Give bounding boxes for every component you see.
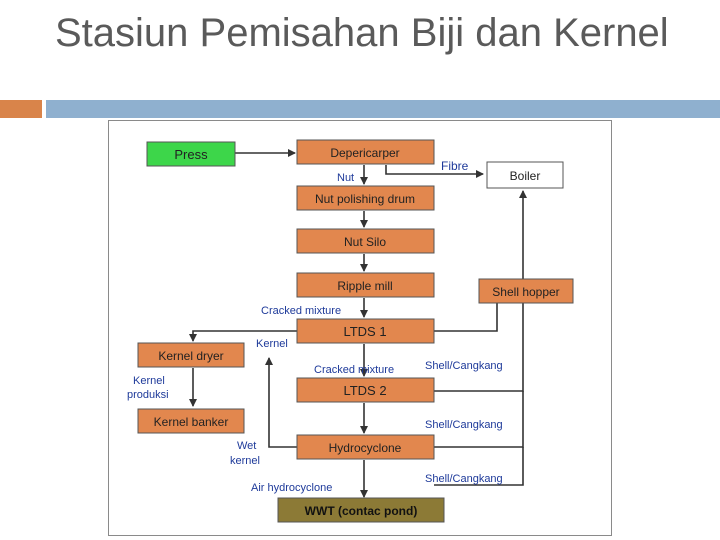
box-boiler: Boiler (486, 161, 564, 189)
slide-title: Stasiun Pemisahan Biji dan Kernel (55, 11, 669, 55)
box-ltds1: LTDS 1 (296, 318, 435, 344)
box-hydrocyclone-label: Hydrocyclone (329, 441, 402, 455)
arrow-shell-ltds2 (434, 302, 524, 392)
box-ripple-mill-label: Ripple mill (337, 279, 392, 293)
box-kernel-dryer: Kernel dryer (137, 342, 245, 368)
box-boiler-label: Boiler (510, 169, 541, 183)
label-wet-kernel-1: Wet (237, 440, 256, 452)
label-nut: Nut (337, 172, 354, 184)
box-shell-hopper-label: Shell hopper (492, 285, 559, 299)
box-shell-hopper: Shell hopper (478, 278, 574, 304)
arrow-shell-ltds1 (434, 302, 498, 332)
box-ltds2-label: LTDS 2 (343, 383, 386, 398)
box-wwt-label: WWT (contac pond) (305, 504, 418, 518)
label-kernel-produksi-2: produksi (127, 389, 169, 401)
box-depericarper-label: Depericarper (330, 146, 399, 160)
box-ltds2: LTDS 2 (296, 377, 435, 403)
box-nut-polishing-drum: Nut polishing drum (296, 185, 435, 211)
process-flow-diagram: Press Depericarper Boiler Nut polishing … (127, 139, 574, 523)
box-ripple-mill: Ripple mill (296, 272, 435, 298)
box-kernel-banker-label: Kernel banker (154, 415, 229, 429)
box-nut-silo: Nut Silo (296, 228, 435, 254)
label-shell-1: Shell/Cangkang (425, 360, 503, 372)
label-shell-3: Shell/Cangkang (425, 473, 503, 485)
label-kernel-produksi-1: Kernel (133, 375, 165, 387)
flow-labels: Fibre Nut Cracked mixture Kernel Cracked… (127, 159, 503, 494)
label-shell-2: Shell/Cangkang (425, 419, 503, 431)
arrow-fibre-boiler (385, 165, 484, 178)
connectors (189, 149, 527, 498)
label-cracked-mixture-1: Cracked mixture (261, 305, 341, 317)
box-press: Press (146, 141, 236, 167)
accent-bar-orange (0, 100, 42, 118)
box-wwt: WWT (contac pond) (277, 497, 445, 523)
label-fibre: Fibre (441, 159, 469, 173)
box-press-label: Press (174, 147, 208, 162)
accent-bar-blue (46, 100, 720, 118)
label-air-hydrocyclone: Air hydrocyclone (251, 482, 332, 494)
arrow-wet-kernel (265, 357, 297, 448)
box-kernel-banker: Kernel banker (137, 408, 245, 434)
box-nut-silo-label: Nut Silo (344, 235, 386, 249)
box-ltds1-label: LTDS 1 (343, 324, 386, 339)
box-hydrocyclone: Hydrocyclone (296, 434, 435, 460)
label-wet-kernel-2: kernel (230, 455, 260, 467)
arrow-ltds1-kernel-dryer (189, 330, 297, 342)
label-kernel: Kernel (256, 338, 288, 350)
arrow-shell-to-wwt (434, 447, 524, 486)
box-nut-polishing-drum-label: Nut polishing drum (315, 192, 415, 206)
label-cracked-mixture-2: Cracked mixture (314, 364, 394, 376)
box-kernel-dryer-label: Kernel dryer (158, 349, 223, 363)
diagram-frame: Press Depericarper Boiler Nut polishing … (108, 120, 612, 536)
box-depericarper: Depericarper (296, 139, 435, 165)
